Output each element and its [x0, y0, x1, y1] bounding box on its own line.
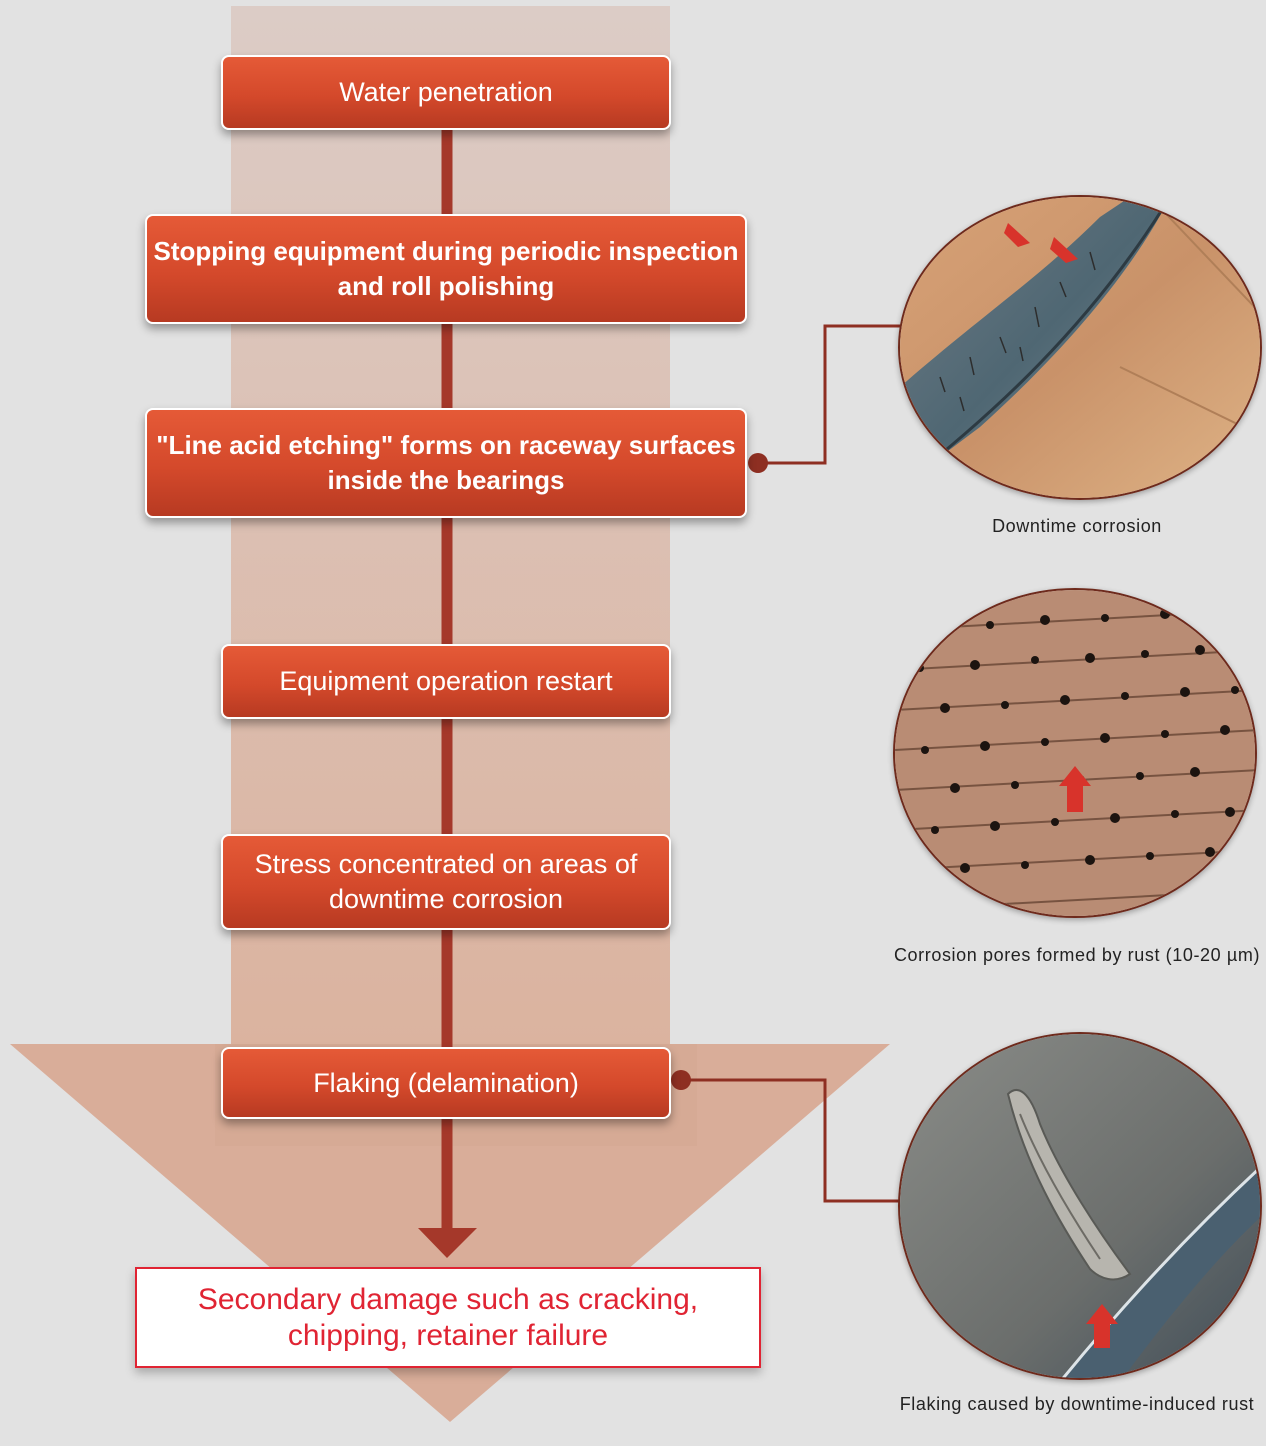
caption-corrosion-pores: Corrosion pores formed by rust (10-20 µm…	[893, 945, 1261, 965]
step-stress-concentrated: Stress concentrated on areas of downtime…	[221, 834, 671, 930]
photo-downtime-corrosion	[898, 195, 1262, 500]
flow-arrowhead	[418, 1228, 477, 1258]
connector-flaking-to-photo	[682, 1078, 900, 1203]
result-secondary-damage: Secondary damage such as cracking, chipp…	[135, 1267, 761, 1368]
connector-dot-etching	[748, 453, 768, 473]
photo-corrosion-pores	[893, 588, 1257, 918]
caption-downtime-corrosion: Downtime corrosion	[992, 516, 1162, 536]
step-line-acid-etching: "Line acid etching" forms on raceway sur…	[145, 408, 747, 518]
step-water-penetration: Water penetration	[221, 55, 671, 130]
step-stopping-equipment: Stopping equipment during periodic inspe…	[145, 214, 747, 324]
step-operation-restart: Equipment operation restart	[221, 644, 671, 719]
connector-dot-flaking	[671, 1070, 691, 1090]
connector-etching-to-photo	[759, 324, 900, 465]
caption-flaking: Flaking caused by downtime-induced rust	[899, 1394, 1255, 1414]
photo-flaking	[898, 1032, 1262, 1380]
step-flaking: Flaking (delamination)	[221, 1047, 671, 1119]
